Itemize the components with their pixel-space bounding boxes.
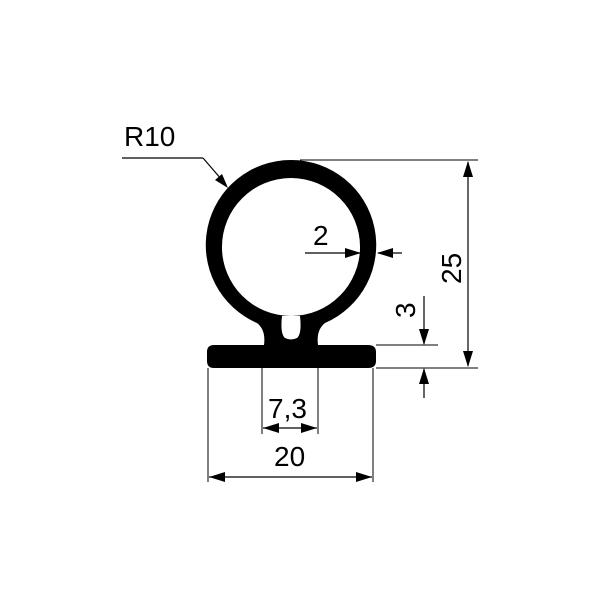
radius-dimension: R10	[122, 121, 228, 188]
base-width-label: 20	[274, 441, 305, 472]
height-label: 25	[436, 253, 467, 284]
height-dimension: 25	[300, 159, 478, 369]
base-thickness-dimension: 3	[376, 296, 438, 398]
wall-thickness-dimension: 2	[305, 220, 402, 258]
wall-thickness-label: 2	[313, 220, 329, 251]
neck-width-dimension: 7,3	[261, 368, 319, 434]
neck-width-label: 7,3	[268, 393, 307, 424]
height-arrow-bottom	[463, 351, 473, 367]
profile-shape	[205, 159, 377, 368]
wall-arrow-right	[377, 248, 393, 258]
height-arrow-top	[463, 161, 473, 177]
radius-arrow	[215, 174, 228, 188]
width-arrow-left	[209, 472, 225, 482]
width-arrow-right	[356, 472, 372, 482]
radius-label: R10	[124, 121, 175, 152]
wall-arrow-left	[345, 248, 361, 258]
neck-arrow-left	[263, 423, 279, 433]
base-arrow-bottom	[419, 368, 429, 384]
neck-slot	[281, 316, 301, 340]
base-arrow-top	[419, 329, 429, 345]
seal-profile	[205, 159, 377, 368]
base-thickness-label: 3	[390, 302, 421, 318]
base-width-dimension: 20	[207, 368, 374, 482]
radius-leader-line	[202, 157, 223, 181]
neck-arrow-right	[301, 423, 317, 433]
